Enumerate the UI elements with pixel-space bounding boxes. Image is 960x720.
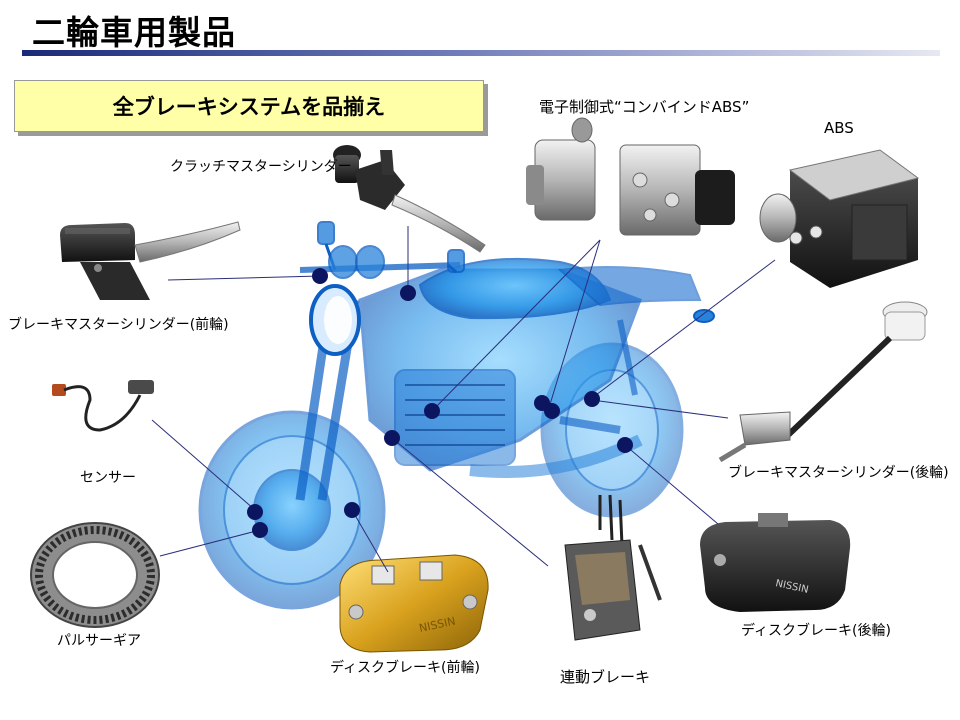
label-brake-master-rear: ブレーキマスターシリンダー(後輪) <box>728 465 949 481</box>
callout-dot <box>424 403 440 419</box>
callout-dot <box>344 502 360 518</box>
combined-abs-picture <box>526 117 735 236</box>
banner-box: 全ブレーキシステムを品揃え <box>14 80 484 132</box>
disc-brake-front-picture: NISSIN <box>339 554 489 653</box>
leader-lines <box>151 226 776 573</box>
label-sensor: センサー <box>80 470 136 486</box>
label-combined-abs: 電子制御式“コンバインドABS” <box>539 98 750 116</box>
clutch-master-cylinder-picture <box>333 145 486 253</box>
label-abs: ABS <box>824 119 854 137</box>
label-linked-brake: 連動ブレーキ <box>560 668 651 686</box>
label-pulsar-gear: パルサーギア <box>57 633 141 649</box>
label-disc-brake-rear: ディスクブレーキ(後輪) <box>741 623 891 639</box>
brake-master-rear-picture <box>718 301 928 463</box>
page-title: 二輪車用製品 <box>32 13 236 52</box>
callout-dot <box>252 522 268 538</box>
callout-dots <box>247 268 633 538</box>
sensor-picture <box>52 380 154 432</box>
disc-brake-rear-picture: NISSIN <box>700 513 851 612</box>
callout-dot <box>247 504 263 520</box>
callout-dot <box>544 403 560 419</box>
callout-dot <box>312 268 328 284</box>
linked-brake-picture <box>564 494 662 641</box>
label-disc-brake-front: ディスクブレーキ(前輪) <box>330 660 480 676</box>
callout-dot <box>584 391 600 407</box>
abs-unit-picture <box>759 149 920 288</box>
label-clutch-master-cylinder: クラッチマスターシリンダー <box>170 159 352 175</box>
title-underline <box>22 50 940 56</box>
callout-dot <box>617 437 633 453</box>
banner-text: 全ブレーキシステムを品揃え <box>112 95 386 119</box>
brake-master-front-picture <box>60 221 241 300</box>
callout-dot <box>400 285 416 301</box>
pulsar-gear-picture <box>30 522 160 628</box>
label-brake-master-front: ブレーキマスターシリンダー(前輪) <box>8 317 229 333</box>
motorcycle-illustration <box>198 221 715 610</box>
callout-dot <box>384 430 400 446</box>
